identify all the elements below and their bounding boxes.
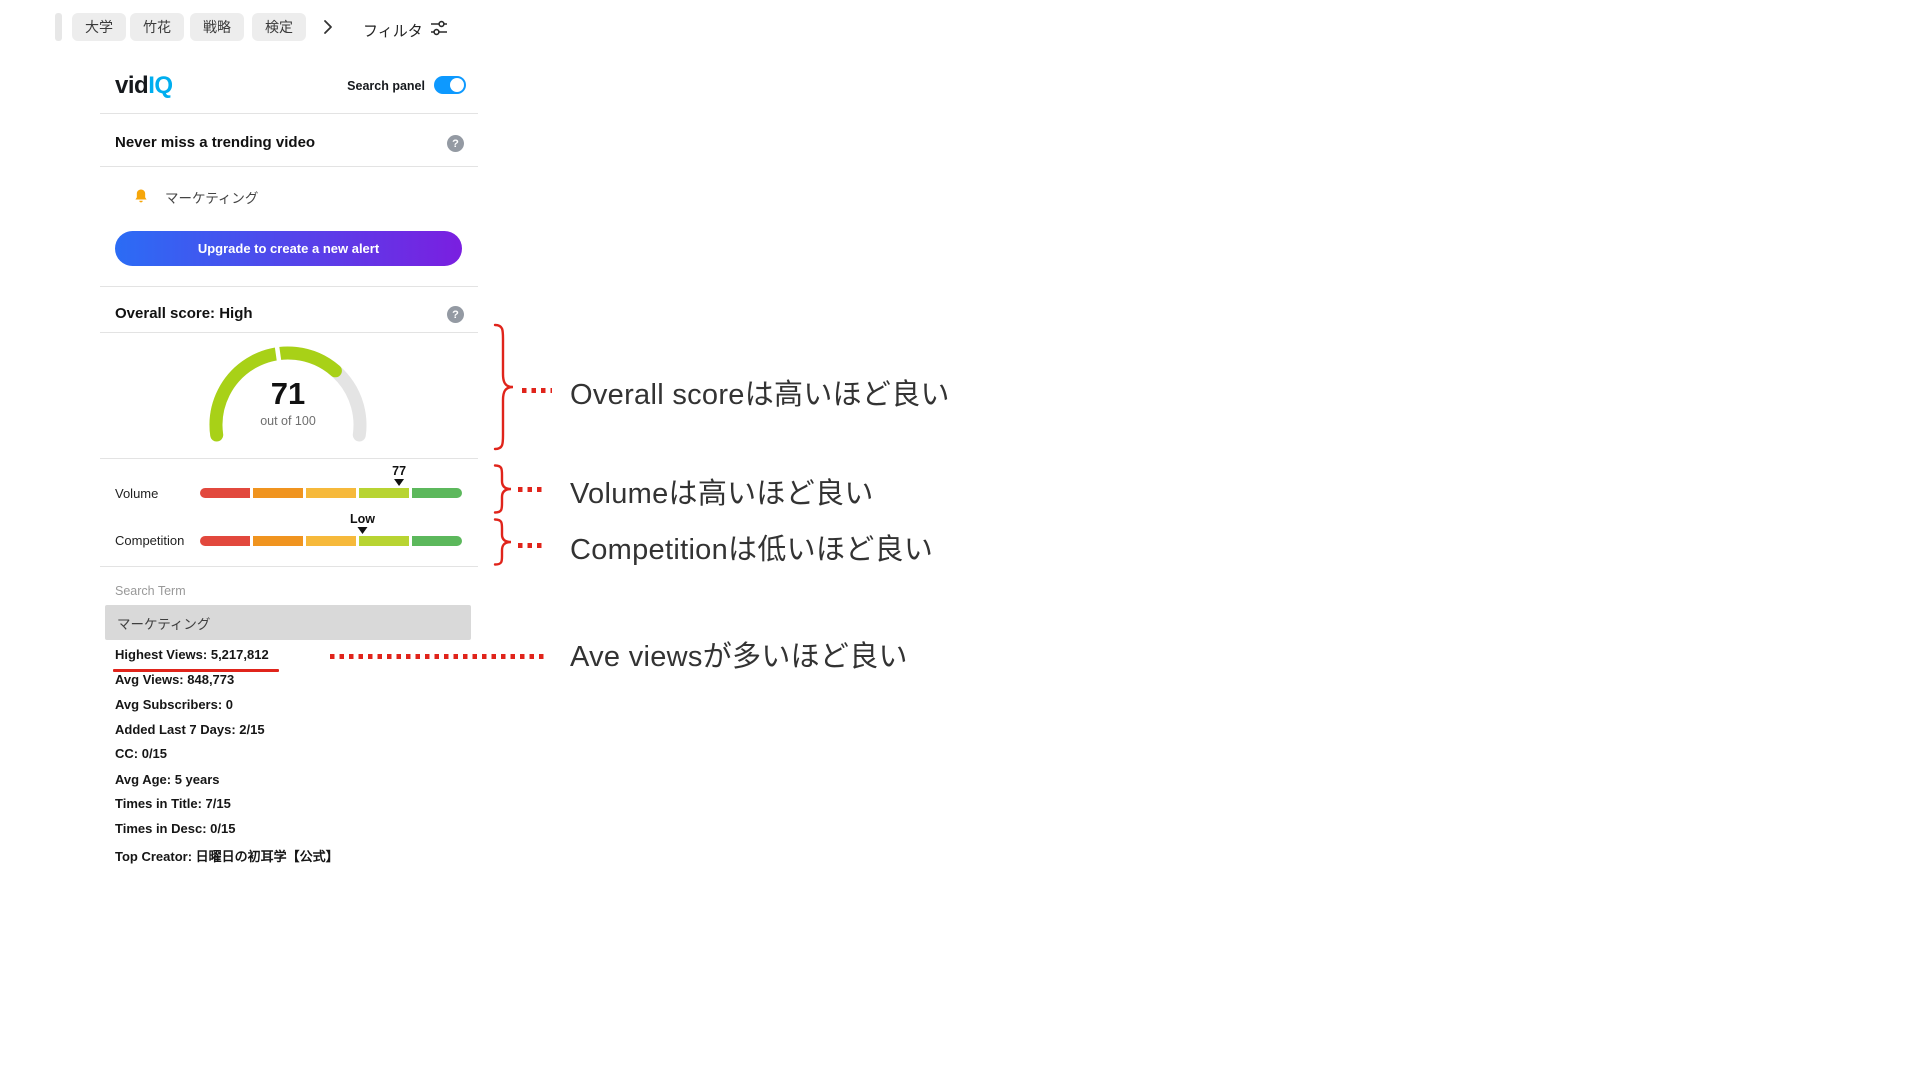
divider — [100, 113, 478, 114]
competition-bar-area: Low — [200, 511, 462, 546]
bell-icon — [135, 189, 147, 203]
chevron-right-icon[interactable] — [318, 17, 338, 42]
annotation-dots-views — [330, 654, 546, 659]
search-term-label: Search Term — [115, 584, 186, 598]
stat-times-in-desc: Times in Desc: 0/15 — [115, 821, 236, 836]
filter-sliders-icon[interactable] — [428, 17, 450, 44]
tag-chip-takehana[interactable]: 竹花 — [130, 13, 184, 41]
search-panel-label: Search panel — [347, 79, 425, 93]
metric-bar — [200, 488, 462, 498]
stat-cc: CC: 0/15 — [115, 746, 168, 761]
annotation-views: Ave viewsが多いほど良い — [570, 641, 908, 673]
annotation-brace-competition — [493, 518, 512, 566]
volume-marker: 77 — [392, 464, 406, 486]
highest-views-underline — [113, 669, 279, 672]
annotation-brace-overall — [493, 323, 514, 451]
annotation-dots-volume — [518, 487, 545, 492]
marker-triangle-icon — [394, 479, 405, 486]
competition-label: Competition — [115, 533, 185, 548]
volume-label: Volume — [115, 486, 159, 501]
overall-score-title: Overall score: High — [115, 305, 253, 322]
annotation-dots-overall — [522, 388, 552, 393]
annotation-volume: Volumeは高いほど良い — [570, 478, 874, 510]
logo-iq: IQ — [148, 72, 173, 99]
stat-times-in-title: Times in Title: 7/15 — [115, 796, 231, 811]
logo-vid: vid — [115, 72, 149, 99]
stat-avg-views: Avg Views: 848,773 — [115, 672, 235, 687]
help-icon-trending[interactable]: ? — [447, 135, 464, 152]
tag-chip-kentei[interactable]: 検定 — [252, 13, 306, 41]
divider — [100, 332, 478, 333]
filter-label[interactable]: フィルタ — [363, 23, 423, 40]
competition-marker-label: Low — [349, 512, 375, 526]
stat-added-7-days: Added Last 7 Days: 2/15 — [115, 722, 265, 737]
tag-chip-daigaku[interactable]: 大学 — [72, 13, 126, 41]
score-caption: out of 100 — [260, 414, 316, 428]
trending-title: Never miss a trending video — [115, 134, 316, 151]
alert-keyword-row[interactable]: マーケティング — [115, 182, 462, 212]
vidiq-logo: vidIQ — [115, 72, 173, 100]
stat-avg-age: Avg Age: 5 years — [115, 772, 220, 787]
gauge-notch — [274, 345, 282, 361]
annotation-overall: Overall scoreは高いほど良い — [570, 379, 950, 411]
marker-triangle-icon — [357, 527, 368, 534]
upgrade-button[interactable]: Upgrade to create a new alert — [115, 231, 462, 266]
annotation-competition: Competitionは低いほど良い — [570, 534, 934, 566]
alert-keyword: マーケティング — [165, 191, 259, 206]
score-value: 71 — [270, 376, 306, 411]
annotation-brace-volume — [493, 464, 512, 514]
search-term-field[interactable]: マーケティング — [105, 605, 471, 640]
score-gauge — [209, 345, 367, 442]
stat-highest-views: Highest Views: 5,217,812 — [115, 647, 269, 662]
metric-bar — [200, 536, 462, 546]
help-icon-score[interactable]: ? — [447, 306, 464, 323]
gauge-value-arc — [209, 346, 342, 442]
tag-chip-senryaku[interactable]: 戦略 — [190, 13, 244, 41]
divider — [100, 286, 478, 287]
clipped-chip — [55, 13, 62, 41]
volume-marker-label: 77 — [392, 464, 407, 478]
search-panel-toggle[interactable] — [434, 76, 466, 94]
divider — [100, 566, 478, 567]
annotation-dots-competition — [518, 543, 545, 548]
divider — [100, 166, 478, 167]
toggle-knob — [450, 78, 464, 92]
stat-top-creator: Top Creator: 日曜日の初耳学【公式】 — [115, 849, 339, 864]
stat-avg-subscribers: Avg Subscribers: 0 — [115, 697, 234, 712]
competition-marker: Low — [350, 512, 375, 534]
volume-bar-area: 77 — [200, 463, 462, 498]
divider — [100, 458, 478, 459]
